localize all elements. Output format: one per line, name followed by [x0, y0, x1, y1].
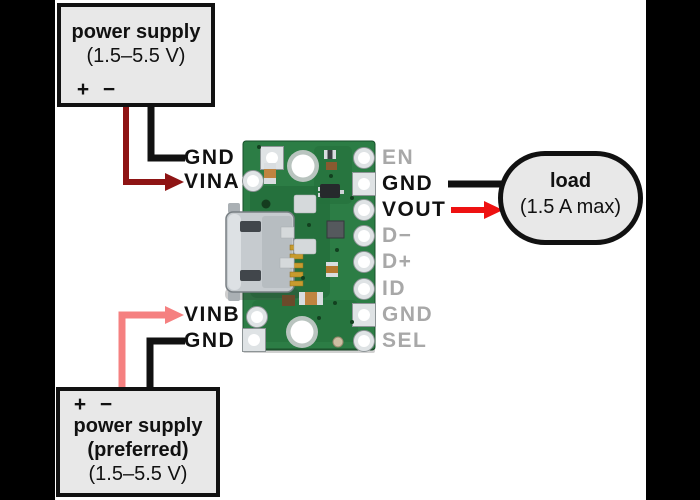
usb-latch-slot — [240, 270, 261, 281]
power-supply-top-box: power supply (1.5–5.5 V) — [57, 3, 215, 107]
smd-capacitor — [324, 150, 336, 159]
usb-shell-highlight — [228, 214, 241, 290]
pin-hole — [247, 175, 259, 187]
via-dot — [329, 174, 333, 178]
supply-top-range: (1.5–5.5 V) — [86, 45, 186, 67]
via-dot — [301, 276, 305, 280]
pin-label-gnd: GND — [382, 172, 434, 195]
minus-terminal-label: − — [99, 393, 113, 416]
pillarbox-left — [0, 0, 55, 500]
mounting-hole-bottom-bore — [290, 320, 314, 344]
usb-pin — [289, 280, 304, 287]
plus-terminal-label: + — [73, 393, 87, 416]
plus-terminal-label: + — [76, 78, 90, 101]
pin-label-sel: SEL — [382, 329, 428, 352]
gnd-wire-top-left — [147, 104, 185, 162]
via-dot — [333, 301, 337, 305]
supply-bottom-terminals: + − — [53, 393, 133, 417]
pin-hole — [248, 334, 260, 346]
mounting-hole-top-bore — [291, 154, 315, 178]
unplated-hole — [332, 336, 344, 348]
gnd-wire-bottom-left — [146, 337, 185, 389]
multiplexer-ic — [326, 220, 345, 239]
pin-label-vout: VOUT — [382, 198, 447, 221]
pin-hole — [358, 256, 370, 268]
vina-arrowhead-icon — [165, 173, 184, 191]
vina-wire — [123, 104, 167, 185]
pin-hole — [266, 152, 278, 164]
usb-leg-top — [228, 203, 240, 213]
smd-component — [282, 295, 295, 306]
smd-terminal — [324, 150, 328, 159]
pin-label-id: ID — [382, 277, 406, 300]
smd-terminal — [299, 292, 305, 305]
load-subtitle: (1.5 A max) — [519, 196, 622, 218]
supply-top-terminals: + − — [56, 78, 136, 102]
load-box: load (1.5 A max) — [498, 151, 643, 245]
supply-bottom-preferred: (preferred) — [87, 439, 189, 461]
usb-latch-slot — [240, 221, 261, 232]
pin-hole — [358, 283, 370, 295]
pin-label-en: EN — [382, 146, 415, 169]
smd-terminal — [332, 150, 336, 159]
board-shadow — [243, 348, 375, 353]
via-dot — [350, 320, 354, 324]
sot23-transistor — [320, 184, 340, 198]
solder-pad — [293, 238, 317, 255]
pin-hole — [251, 311, 263, 323]
vinb-arrowhead-icon — [165, 306, 184, 324]
dark-via — [261, 199, 271, 209]
minus-terminal-label: − — [102, 78, 116, 101]
pin-hole — [358, 204, 370, 216]
smd-resistor — [326, 162, 337, 170]
pillarbox-right — [646, 0, 700, 500]
smd-terminal — [326, 262, 338, 266]
label-vinb: VINB — [184, 303, 241, 326]
label-vina: VINA — [184, 170, 241, 193]
via-dot — [350, 196, 354, 200]
smd-terminal — [326, 273, 338, 277]
via-dot — [307, 223, 311, 227]
pin-label-dminus: D− — [382, 224, 413, 247]
smd-terminal — [264, 163, 276, 169]
vout-arrowhead-icon — [484, 201, 503, 219]
pin-hole — [358, 230, 370, 242]
pin-label-dplus: D+ — [382, 250, 413, 273]
pcb-board — [225, 140, 376, 353]
smd-terminal — [317, 292, 323, 305]
supply-bottom-title: power supply — [73, 415, 203, 437]
via-dot — [317, 316, 321, 320]
pin-hole — [358, 309, 370, 321]
pin-hole — [358, 178, 370, 190]
supply-top-title: power supply — [71, 21, 201, 43]
sot23-lead — [340, 190, 344, 194]
load-title: load — [549, 170, 592, 192]
pin-hole — [358, 152, 370, 164]
solder-pad — [280, 226, 295, 239]
pin-label-gnd2: GND — [382, 303, 434, 326]
via-dot — [335, 248, 339, 252]
pin-hole — [358, 335, 370, 347]
label-gnd-bottom-left: GND — [184, 329, 236, 352]
usb-pin — [289, 271, 304, 278]
via-dots — [257, 145, 354, 324]
solder-pad — [293, 194, 317, 214]
power-supply-bottom-box: power supply (preferred) (1.5–5.5 V) — [56, 387, 220, 497]
smd-terminal — [264, 178, 276, 184]
label-gnd-top-left: GND — [184, 146, 236, 169]
solder-pad — [279, 257, 295, 269]
supply-bottom-range: (1.5–5.5 V) — [88, 463, 188, 485]
vinb-wire — [118, 311, 167, 389]
via-dot — [257, 145, 261, 149]
usb-leg-bottom — [228, 291, 240, 301]
